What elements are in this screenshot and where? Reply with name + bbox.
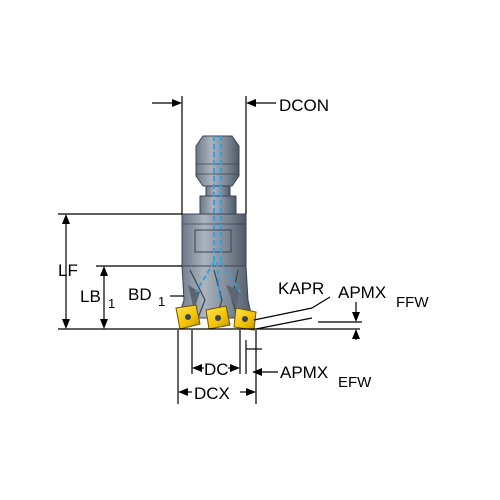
label-bd-sub: 1 bbox=[158, 294, 165, 309]
dimension-lines bbox=[58, 96, 362, 404]
label-kapr: KAPR bbox=[278, 279, 324, 298]
label-lf: LF bbox=[58, 261, 78, 280]
label-lb: LB bbox=[80, 287, 101, 306]
coolant-channels bbox=[195, 136, 241, 301]
label-apmx-ffw-sub: FFW bbox=[396, 294, 429, 311]
dimension-labels: DCON LF LB 1 BD 1 KAPR APMX FFW DC APMX … bbox=[58, 96, 429, 403]
coupling-top bbox=[195, 135, 240, 187]
shank-neck bbox=[205, 185, 231, 197]
label-apmx-efw: APMX bbox=[280, 363, 328, 382]
label-apmx-ffw: APMX bbox=[338, 283, 386, 302]
label-dc: DC bbox=[204, 360, 229, 379]
label-dcon: DCON bbox=[279, 96, 329, 115]
label-apmx-efw-sub: EFW bbox=[338, 374, 372, 391]
label-bd: BD bbox=[128, 285, 152, 304]
label-dcx: DCX bbox=[194, 384, 230, 403]
inserts bbox=[175, 304, 257, 331]
label-lb-sub: 1 bbox=[108, 296, 115, 311]
